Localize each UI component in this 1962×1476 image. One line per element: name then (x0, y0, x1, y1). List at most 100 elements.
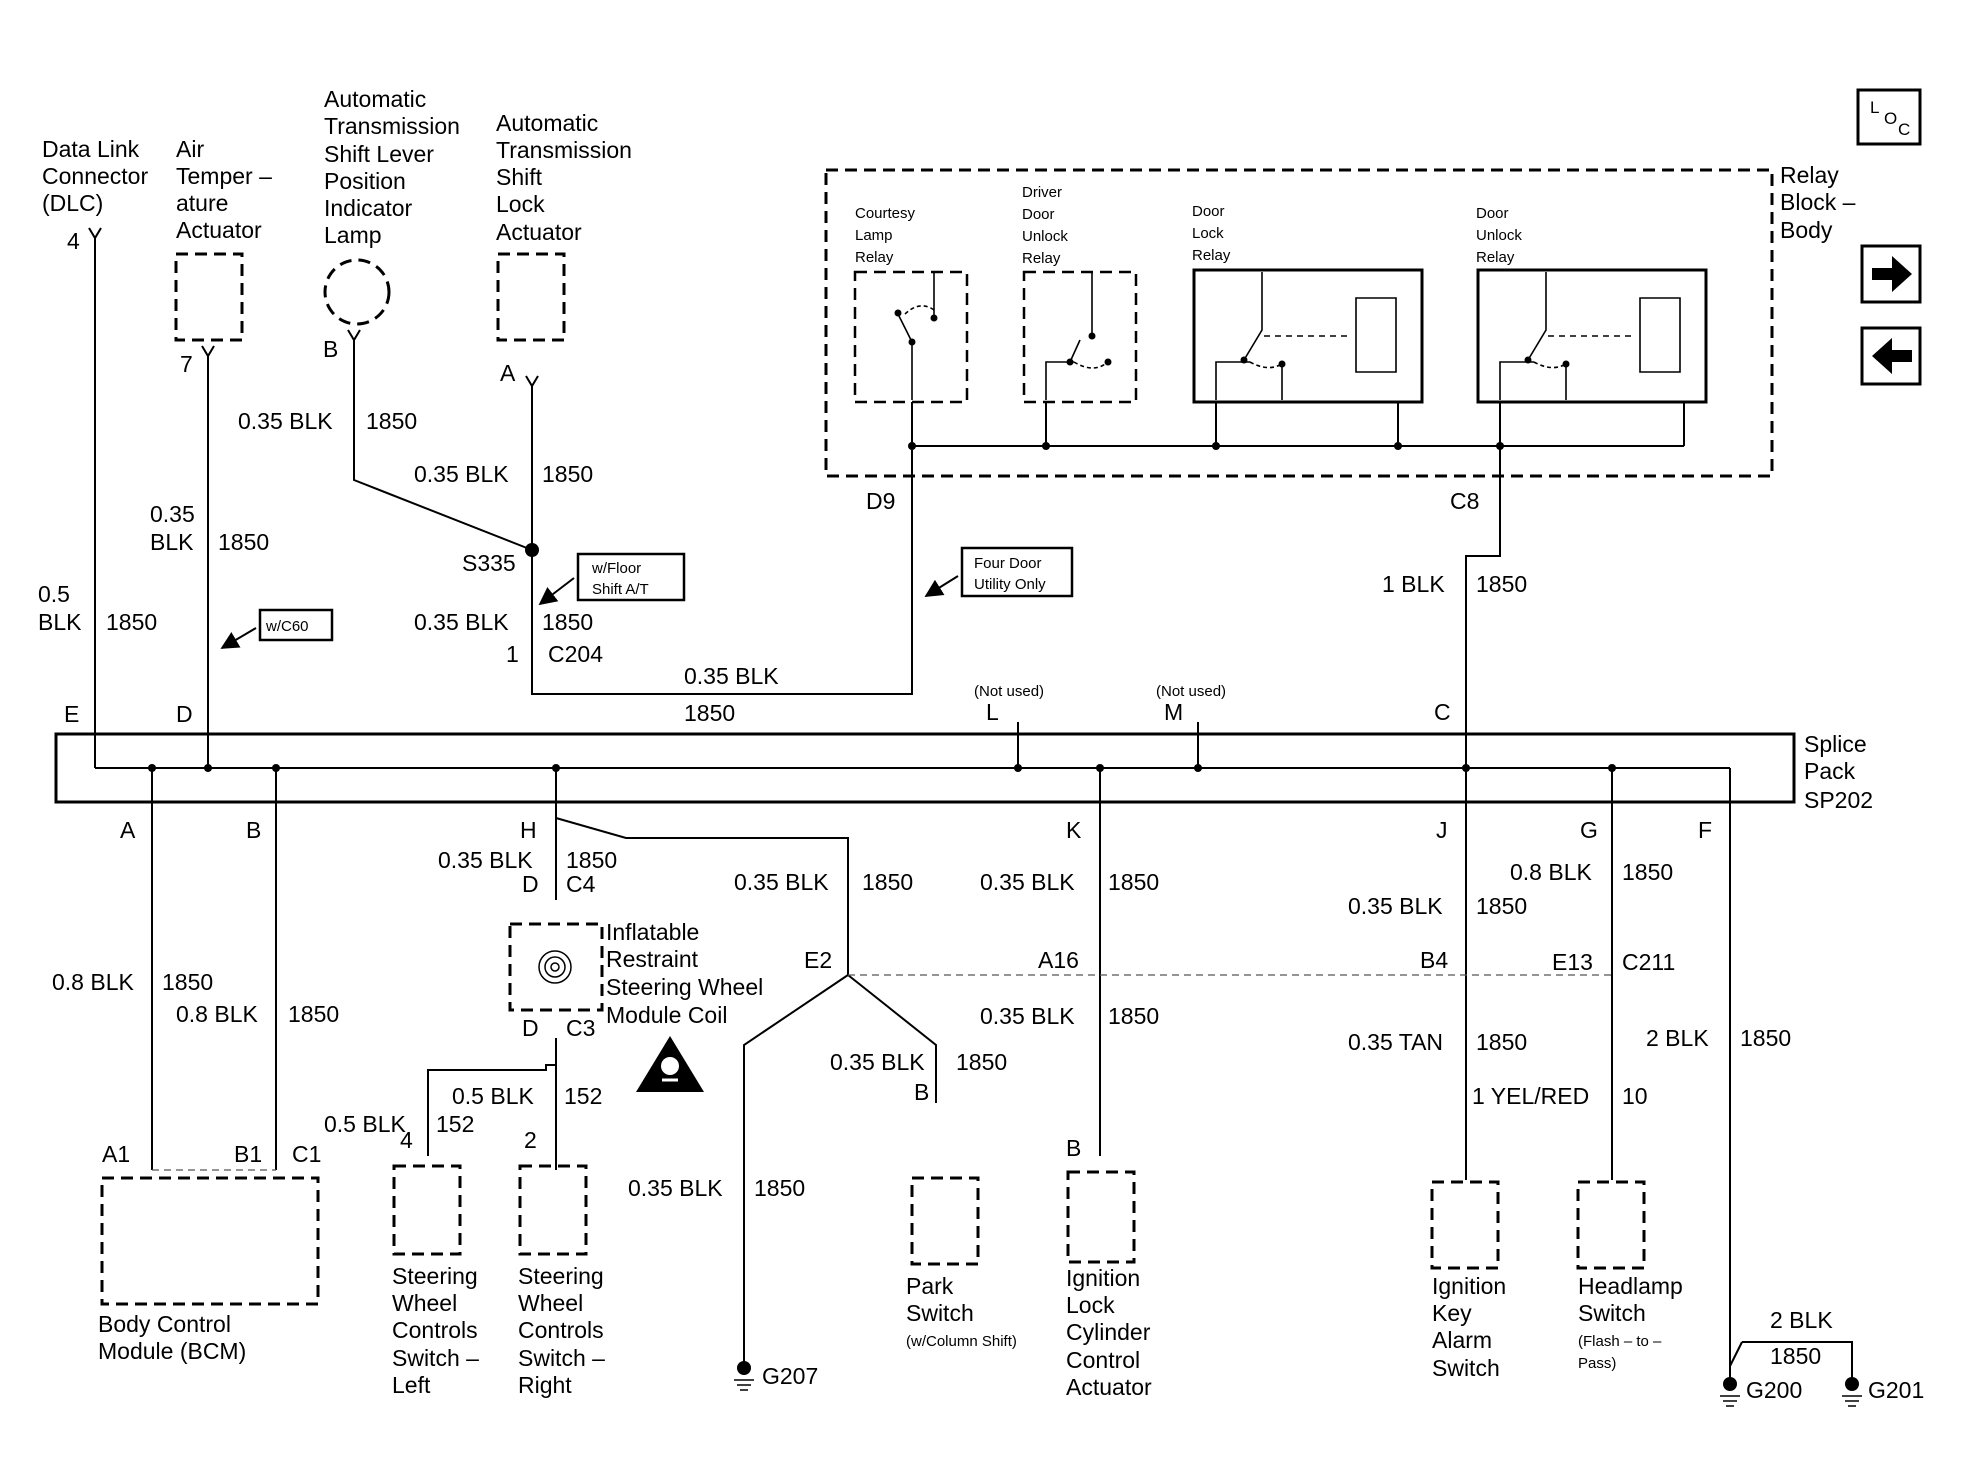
splice-pack-title-1: Splice (1804, 731, 1867, 757)
ground-g200: G200 (1720, 1366, 1802, 1407)
wire-shift-lamp-circuit: 1850 (366, 408, 417, 434)
ignlock-label-3: Cylinder (1066, 1319, 1151, 1345)
shift-lock-label-3: Shift (496, 164, 543, 190)
splice-pack-title-2: Pack (1804, 758, 1856, 784)
air-temp-label-1: Air (176, 136, 204, 162)
ground-g207: G207 (734, 1361, 818, 1391)
coil-label-2: Restraint (606, 946, 699, 972)
ignlock-label-1: Ignition (1066, 1265, 1140, 1291)
dlc-label-2: Connector (42, 163, 148, 189)
connector-c211: C211 (1622, 949, 1675, 975)
wire-s335-circuit: 1850 (542, 609, 593, 635)
dlc-label-3: (DLC) (42, 190, 103, 216)
pin-d-c4: D (522, 871, 539, 897)
shift-lock-actuator: Automatic Transmission Shift Lock Actuat… (496, 110, 632, 388)
wire-right-swc-size: 0.5 BLK (452, 1083, 534, 1109)
wire-k-circuit: 1850 (1108, 869, 1159, 895)
ground-g201: G201 (1842, 1366, 1924, 1407)
wire-s335-size: 0.35 BLK (414, 609, 509, 635)
wire-left-swc-circuit: 152 (436, 1111, 474, 1137)
air-temp-label-3: ature (176, 190, 228, 216)
ignkey-label-1: Ignition (1432, 1273, 1506, 1299)
ground-icon (734, 1361, 754, 1391)
loc-c: C (1898, 120, 1910, 139)
left-arrow-icon[interactable] (1860, 326, 1922, 386)
loc-o: O (1884, 109, 1897, 128)
wire-ign-lock-circuit: 1850 (1108, 1003, 1159, 1029)
wire-b-size: 0.8 BLK (176, 1001, 258, 1027)
air-temp-actuator: Air Temper – ature Actuator 7 (174, 136, 272, 377)
sp-pin-h: H (520, 817, 537, 843)
sp-pin-a: A (120, 817, 136, 843)
sp-pin-b: B (246, 817, 261, 843)
ignlock-label-5: Actuator (1066, 1374, 1152, 1400)
note-floor-shift-1: w/Floor (591, 560, 641, 577)
park-switch: Park Switch (w/Column Shift) (906, 1176, 1017, 1350)
ground-icon (1842, 1377, 1862, 1407)
dlc-component: Data Link Connector (DLC) 4 (42, 136, 148, 254)
shift-lock-label-4: Lock (496, 191, 545, 217)
right-arrow-icon[interactable] (1860, 244, 1922, 304)
wire-dlc-size-1: 0.5 (38, 581, 70, 607)
wire-b-circuit: 1850 (288, 1001, 339, 1027)
g201-label: G201 (1868, 1377, 1924, 1403)
shift-lamp-label-2: Transmission (324, 113, 460, 139)
wire-key-circuit: 1850 (1476, 1029, 1527, 1055)
splice-pack: Splice Pack SP202 E D L M C (Not used) (… (54, 683, 1873, 843)
swc-left: Steering Wheel Controls Switch – Left (392, 1164, 479, 1398)
headlamp-label-3: (Flash – to – (1578, 1333, 1662, 1350)
note-floor-shift: w/Floor Shift A/T (538, 552, 686, 606)
door-unlock-label-1: Door (1476, 205, 1509, 222)
shift-lock-label-2: Transmission (496, 137, 632, 163)
shift-lamp-label-1: Automatic (324, 86, 426, 112)
g207-label: G207 (762, 1363, 818, 1389)
swc-left-label-5: Left (392, 1372, 431, 1398)
driver-unlock-label-1: Driver (1022, 184, 1062, 201)
swc-left-label-2: Wheel (392, 1290, 457, 1316)
swc-left-label-1: Steering (392, 1263, 478, 1289)
park-label-2: Switch (906, 1300, 974, 1326)
wire-ground-circuit: 1850 (1770, 1343, 1821, 1369)
shift-lamp-label-6: Lamp (324, 222, 382, 248)
splice-pack-title-3: SP202 (1804, 787, 1873, 813)
ground-icon (1720, 1377, 1740, 1407)
ignlock-label-2: Lock (1066, 1292, 1115, 1318)
sp-pin-c: C (1434, 699, 1451, 725)
park-label-3: (w/Column Shift) (906, 1333, 1017, 1350)
wire-a-size: 0.8 BLK (52, 969, 134, 995)
wire-d9-circuit: 1850 (684, 700, 735, 726)
shift-lock-pin: A (500, 360, 516, 386)
wire-e2-size: 0.35 BLK (734, 869, 829, 895)
wire-key-size: 0.35 TAN (1348, 1029, 1443, 1055)
pin-d9: D9 (866, 488, 895, 514)
wire-air-temp-circuit: 1850 (218, 529, 269, 555)
shift-lamp-label-3: Shift Lever (324, 141, 434, 167)
wire-e2-circuit: 1850 (862, 869, 913, 895)
relay-block-title-3: Body (1780, 217, 1833, 243)
connector-b4: B4 (1420, 947, 1448, 973)
courtesy-relay-label-1: Courtesy (855, 205, 916, 222)
ignkey-label-3: Alarm (1432, 1327, 1492, 1353)
pin-ign-lock-b: B (1066, 1135, 1081, 1161)
sp-pin-l: L (986, 699, 999, 725)
wire-j-size: 0.35 BLK (1348, 893, 1443, 919)
headlamp-label-1: Headlamp (1578, 1273, 1683, 1299)
connector-c4: C4 (566, 871, 596, 897)
wire-right-swc-circuit: 152 (564, 1083, 602, 1109)
wire-g-circuit: 1850 (1622, 859, 1673, 885)
wire-air-temp-size-1: 0.35 (150, 501, 195, 527)
sp-pin-e: E (64, 701, 79, 727)
note-c60-text: w/C60 (265, 618, 309, 635)
sp-pin-g: G (1580, 817, 1598, 843)
wire-left-swc-size: 0.5 BLK (324, 1111, 406, 1137)
courtesy-relay-label-3: Relay (855, 249, 894, 266)
note-four-door-2: Utility Only (974, 576, 1046, 593)
pin-park-b: B (914, 1079, 929, 1105)
note-floor-shift-2: Shift A/T (592, 581, 649, 598)
connector-a16: A16 (1038, 947, 1079, 973)
connector-c204: C204 (548, 641, 603, 667)
sp-pin-l-note: (Not used) (974, 683, 1044, 700)
wire-g207-circuit: 1850 (754, 1175, 805, 1201)
wire-f-circuit: 1850 (1740, 1025, 1791, 1051)
lower-wires: 0.8 BLK 1850 0.8 BLK 1850 0.35 BLK 1850 … (52, 808, 1853, 1369)
